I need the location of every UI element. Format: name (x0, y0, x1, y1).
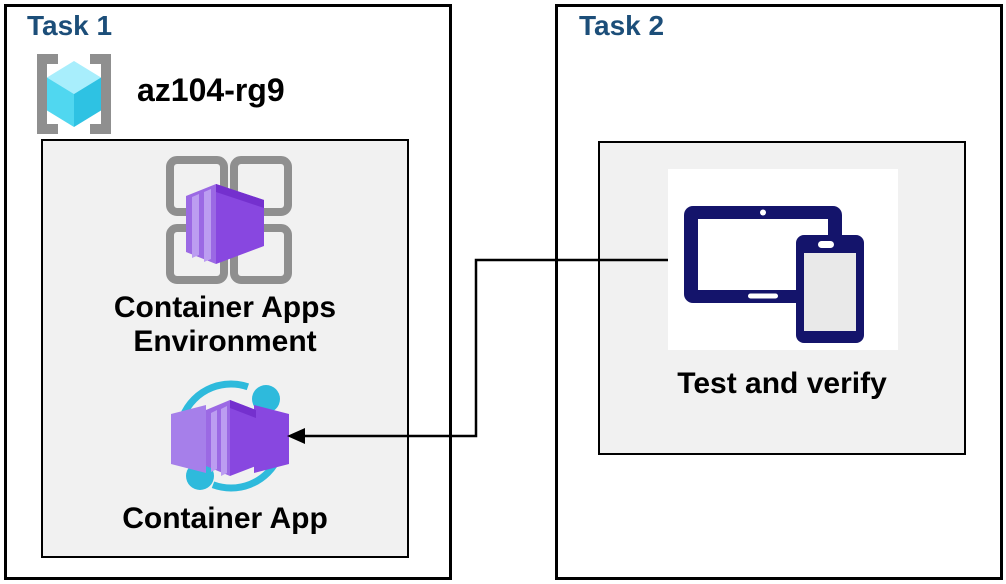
task1-title: Task 1 (27, 10, 113, 41)
test-and-verify-label: Test and verify (677, 367, 887, 400)
container-box-shape (186, 184, 264, 264)
task2-title: Task 2 (579, 10, 665, 41)
phone-shape (796, 235, 864, 343)
cube-shape (47, 61, 101, 127)
container-box-shape (171, 400, 289, 476)
resource-group-name: az104-rg9 (137, 72, 285, 108)
tablet-and-phone-icon (684, 206, 864, 343)
container-apps-environment-label: Container Apps Environment (113, 291, 337, 358)
container-apps-environment-icon (166, 156, 292, 284)
tablet-home-slot (748, 293, 778, 299)
phone-speaker-slot (818, 241, 834, 248)
tablet-camera-dot (760, 209, 766, 216)
bracket-left (37, 54, 58, 134)
azure-resource-group-icon (37, 54, 111, 134)
container-app-icon (171, 380, 289, 492)
bracket-right (90, 54, 111, 134)
container-app-label: Container App (122, 502, 328, 535)
